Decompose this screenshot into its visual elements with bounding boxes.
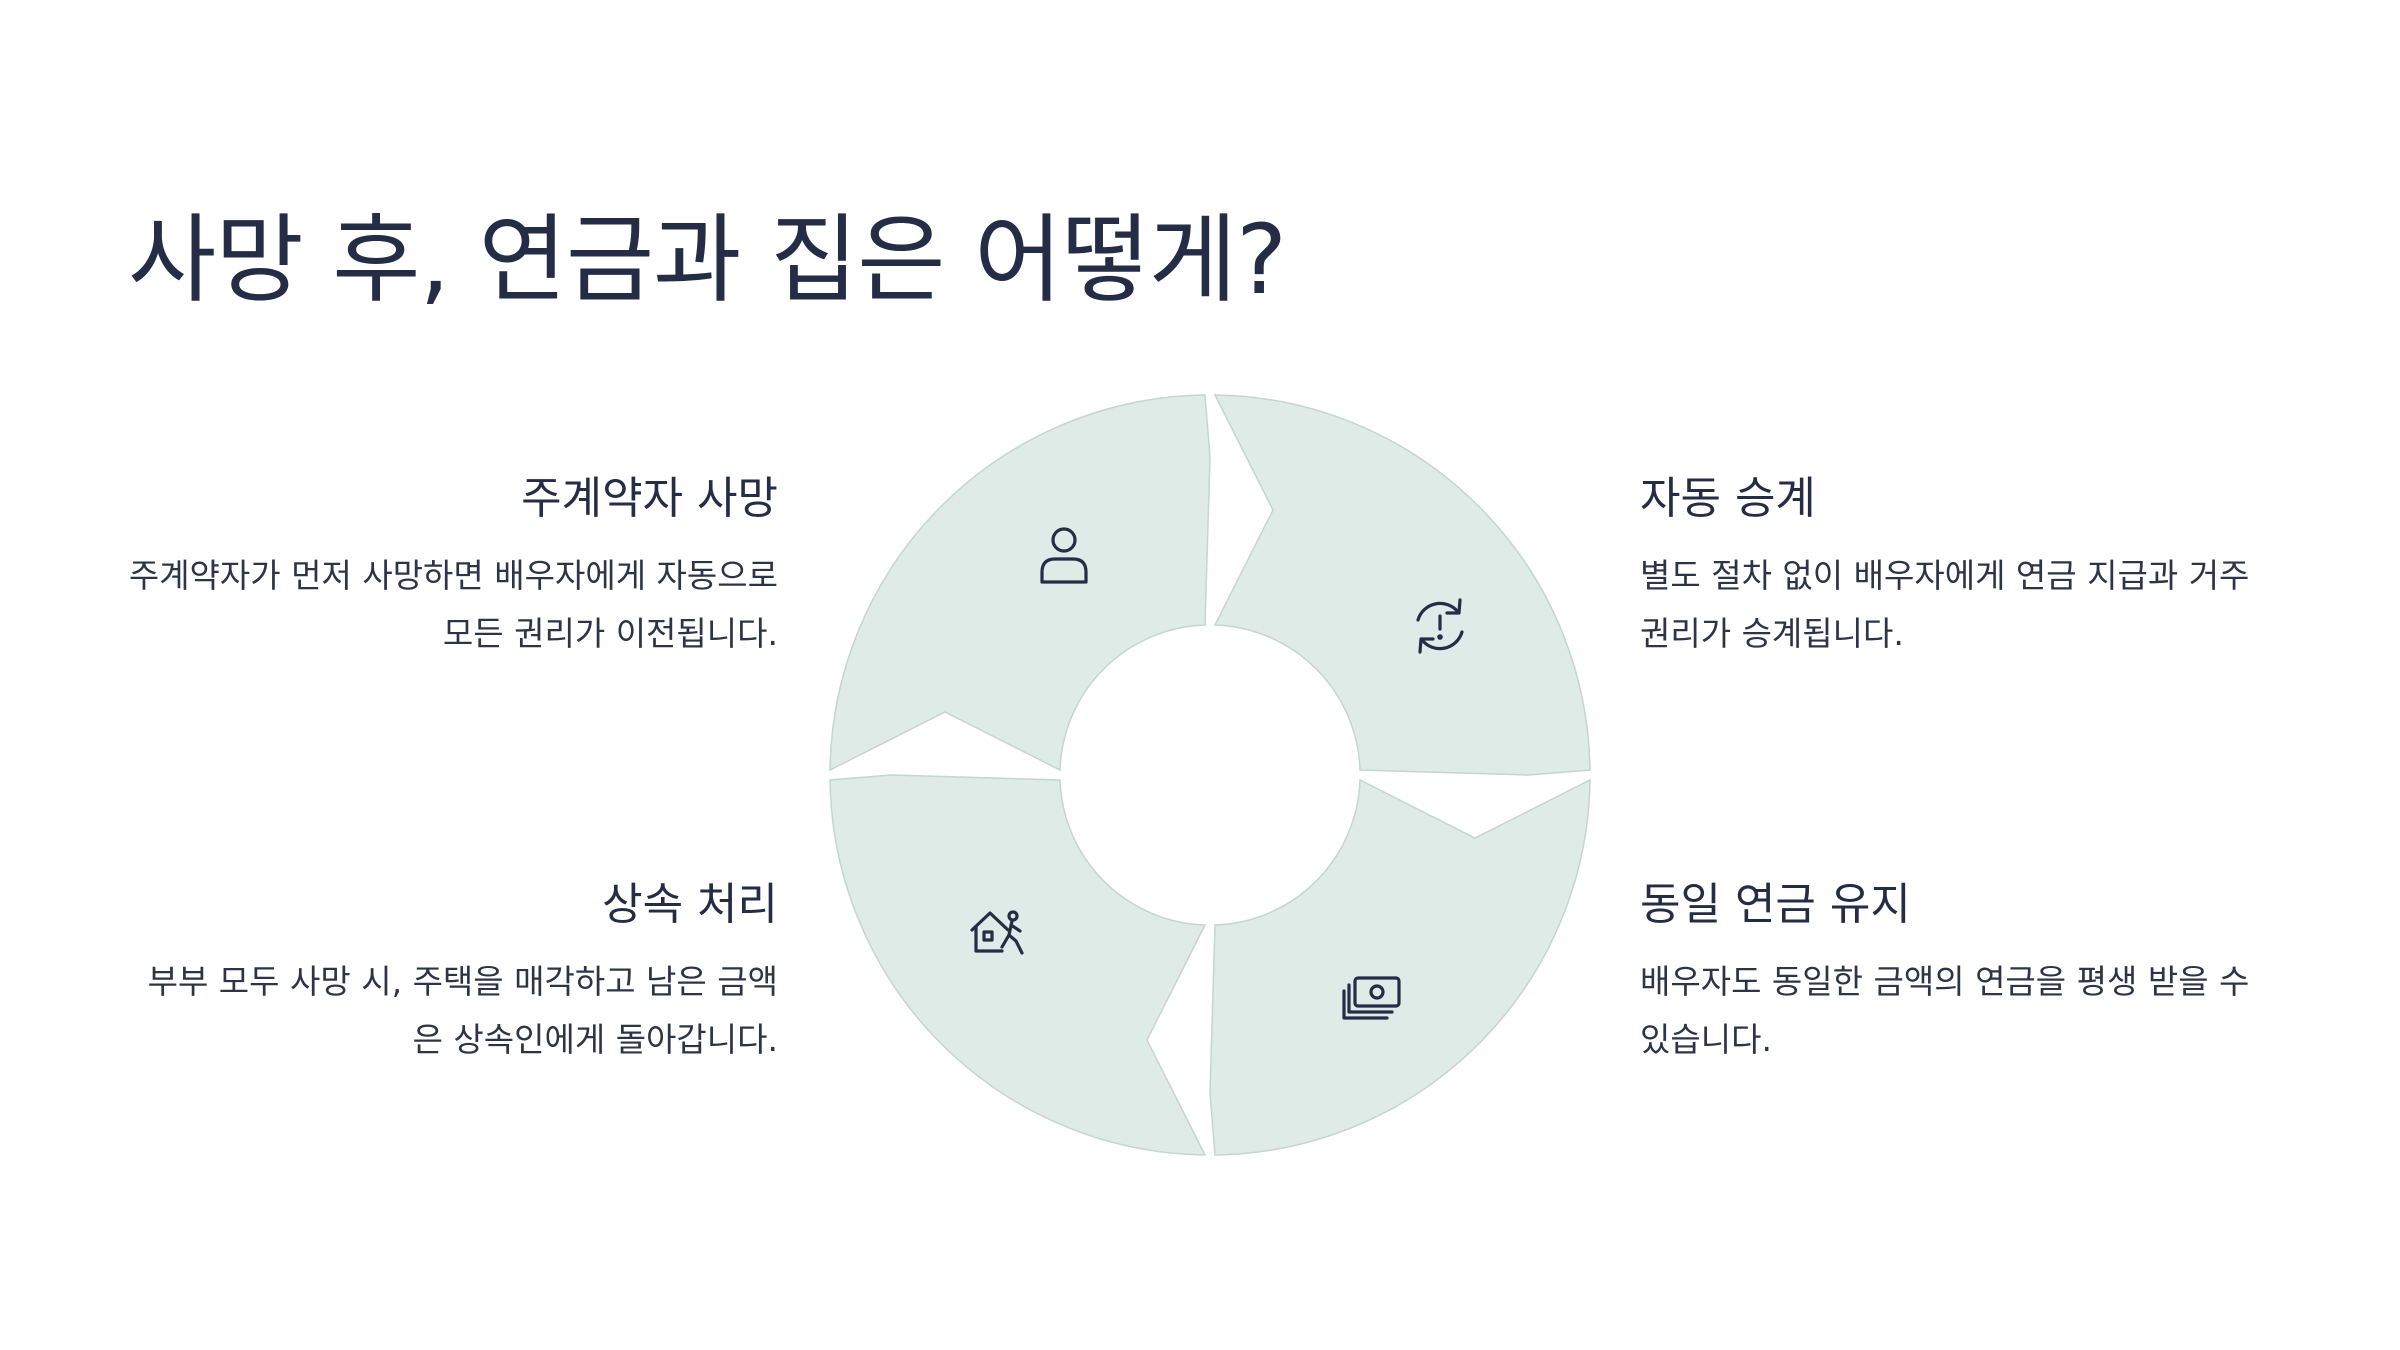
money-stack-icon: [1342, 976, 1401, 1020]
step-description: 주계약자가 먼저 사망하면 배우자에게 자동으로 모든 권리가 이전됩니다.: [128, 556, 778, 653]
step-heading: 자동 승계: [1640, 473, 1816, 524]
house-move-icon: [970, 910, 1024, 955]
page-title: 사망 후, 연금과 집은 어떻게?: [128, 204, 1287, 316]
step-description: 별도 절차 없이 배우자에게 연금 지급과 거주 권리가 승계됩니다.: [1640, 556, 2250, 653]
step-heading: 상속 처리: [602, 879, 778, 930]
cycle-diagram: [829, 394, 1591, 1156]
step-heading: 동일 연금 유지: [1640, 879, 1911, 930]
segment-auto-succession: [1213, 394, 1591, 776]
step-same-pension: 동일 연금 유지 배우자도 동일한 금액의 연금을 평생 받을 수 있습니다.: [1640, 876, 2290, 1069]
refresh-alert-icon: [1416, 598, 1464, 654]
step-description: 부부 모두 사망 시, 주택을 매각하고 남은 금액은 상속인에게 돌아갑니다.: [147, 962, 778, 1059]
segment-same-pension: [1209, 778, 1591, 1156]
person-icon: [1040, 527, 1088, 584]
step-heading: 주계약자 사망: [521, 473, 778, 524]
segment-inheritance: [829, 774, 1207, 1156]
step-inheritance: 상속 처리 부부 모두 사망 시, 주택을 매각하고 남은 금액은 상속인에게 …: [128, 876, 778, 1069]
step-primary-death: 주계약자 사망 주계약자가 먼저 사망하면 배우자에게 자동으로 모든 권리가 …: [128, 470, 778, 663]
cycle-segments: [829, 394, 1591, 1156]
step-description: 배우자도 동일한 금액의 연금을 평생 받을 수 있습니다.: [1640, 962, 2250, 1059]
segment-primary-death: [829, 394, 1211, 772]
step-auto-succession: 자동 승계 별도 절차 없이 배우자에게 연금 지급과 거주 권리가 승계됩니다…: [1640, 470, 2290, 663]
